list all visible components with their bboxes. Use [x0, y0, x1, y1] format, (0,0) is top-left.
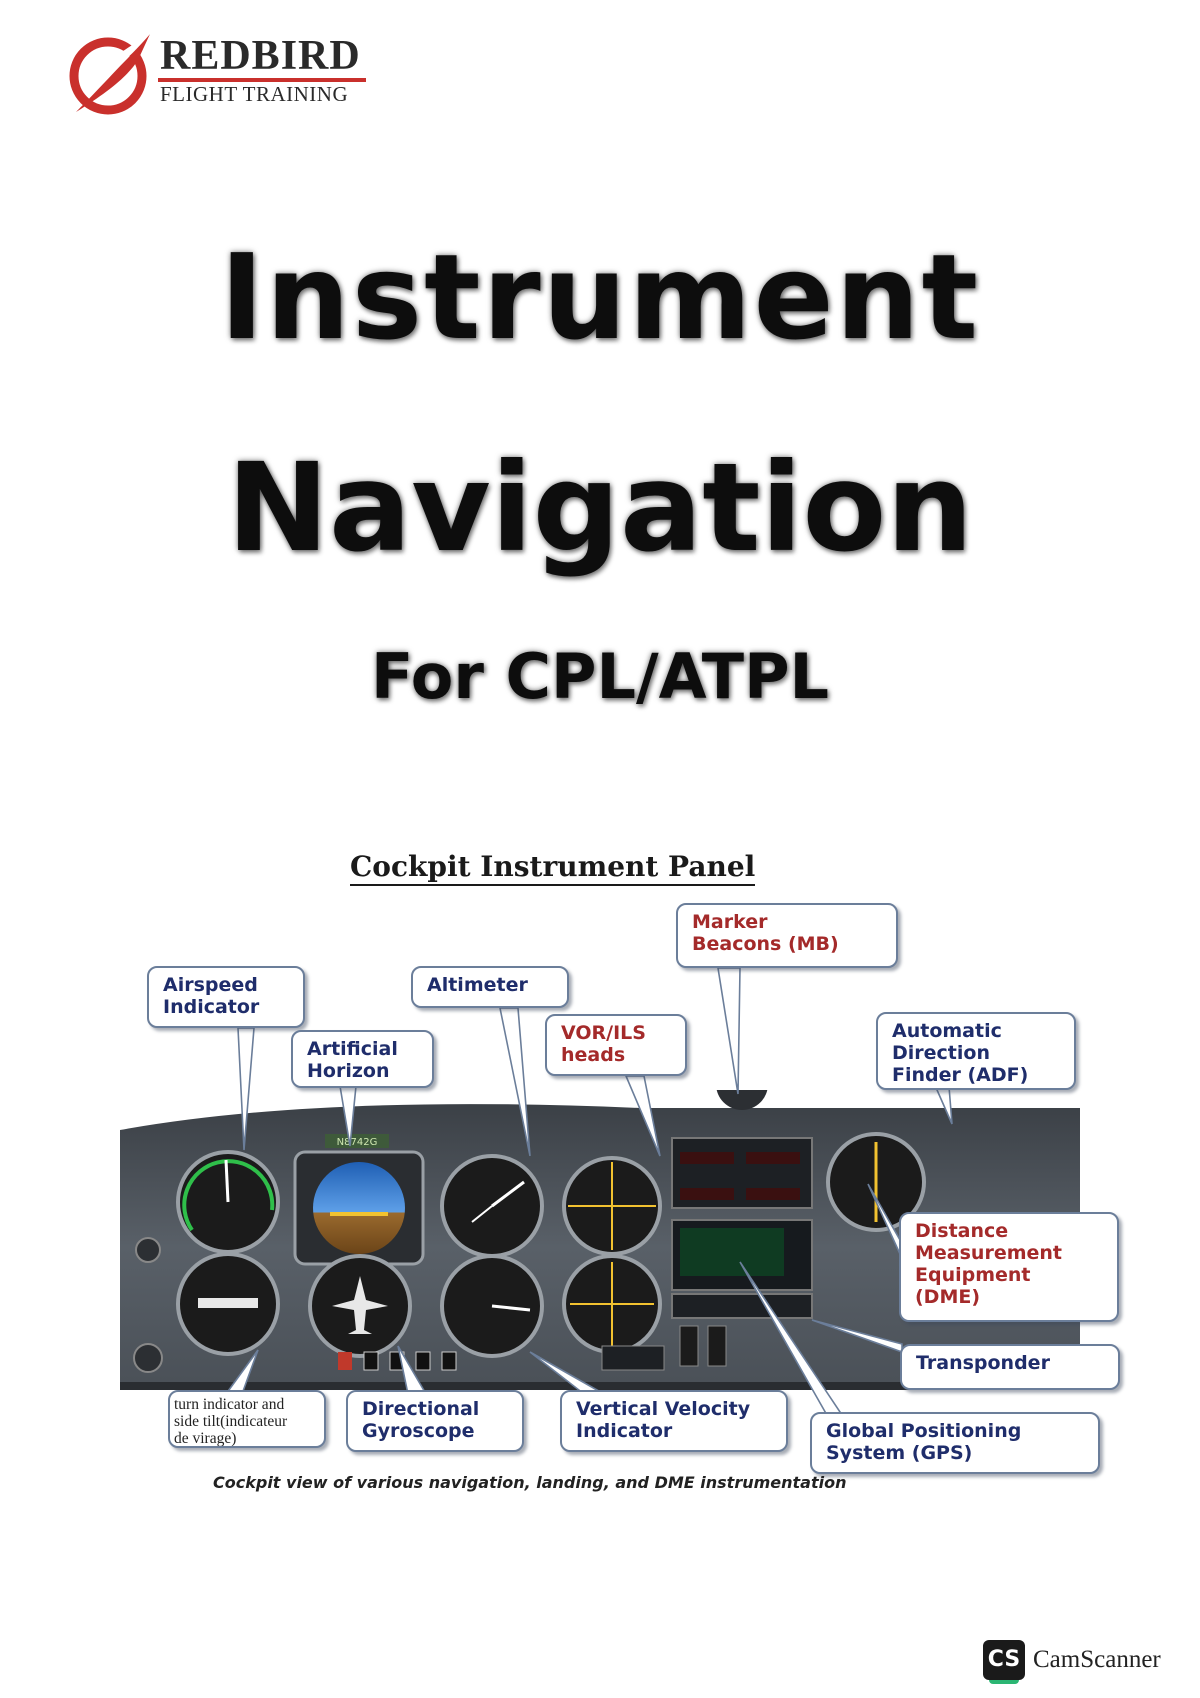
- camscanner-badge-icon: CS: [983, 1640, 1025, 1684]
- logo-subtitle: FLIGHT TRAINING: [160, 82, 349, 106]
- callout-altimeter: Altimeter: [411, 966, 569, 1008]
- callout-artificial-horizon: Artificial Horizon: [291, 1030, 434, 1088]
- callout-turn-indicator: turn indicator and side tilt(indicateur …: [168, 1390, 326, 1448]
- title-subtitle: For CPL/ATPL: [370, 640, 830, 713]
- logo-divider: [158, 78, 366, 82]
- tail-number-label: N8742G: [337, 1137, 378, 1148]
- callout-dme: Distance Measurement Equipment (DME): [899, 1212, 1119, 1322]
- callout-vertical-velocity-indicator: Vertical Velocity Indicator: [560, 1390, 788, 1452]
- callout-marker-beacons: Marker Beacons (MB): [676, 903, 898, 968]
- callout-airspeed-indicator: Airspeed Indicator: [147, 966, 305, 1028]
- callout-gps: Global Positioning System (GPS): [810, 1412, 1100, 1474]
- camscanner-watermark: CamScanner: [1033, 1646, 1161, 1673]
- callout-transponder: Transponder: [900, 1344, 1120, 1390]
- logo-name: REDBIRD: [160, 33, 361, 79]
- callout-vor-ils-heads: VOR/ILS heads: [545, 1014, 687, 1076]
- title-line-1: Instrument: [219, 228, 981, 366]
- figure-title: Cockpit Instrument Panel: [350, 850, 756, 886]
- figure-caption: Cockpit view of various navigation, land…: [213, 1473, 847, 1492]
- redbird-logo-icon: [69, 34, 150, 115]
- title-line-2: Navigation: [226, 437, 974, 579]
- callout-adf: Automatic Direction Finder (ADF): [876, 1012, 1076, 1090]
- callout-directional-gyroscope: Directional Gyroscope: [346, 1390, 524, 1452]
